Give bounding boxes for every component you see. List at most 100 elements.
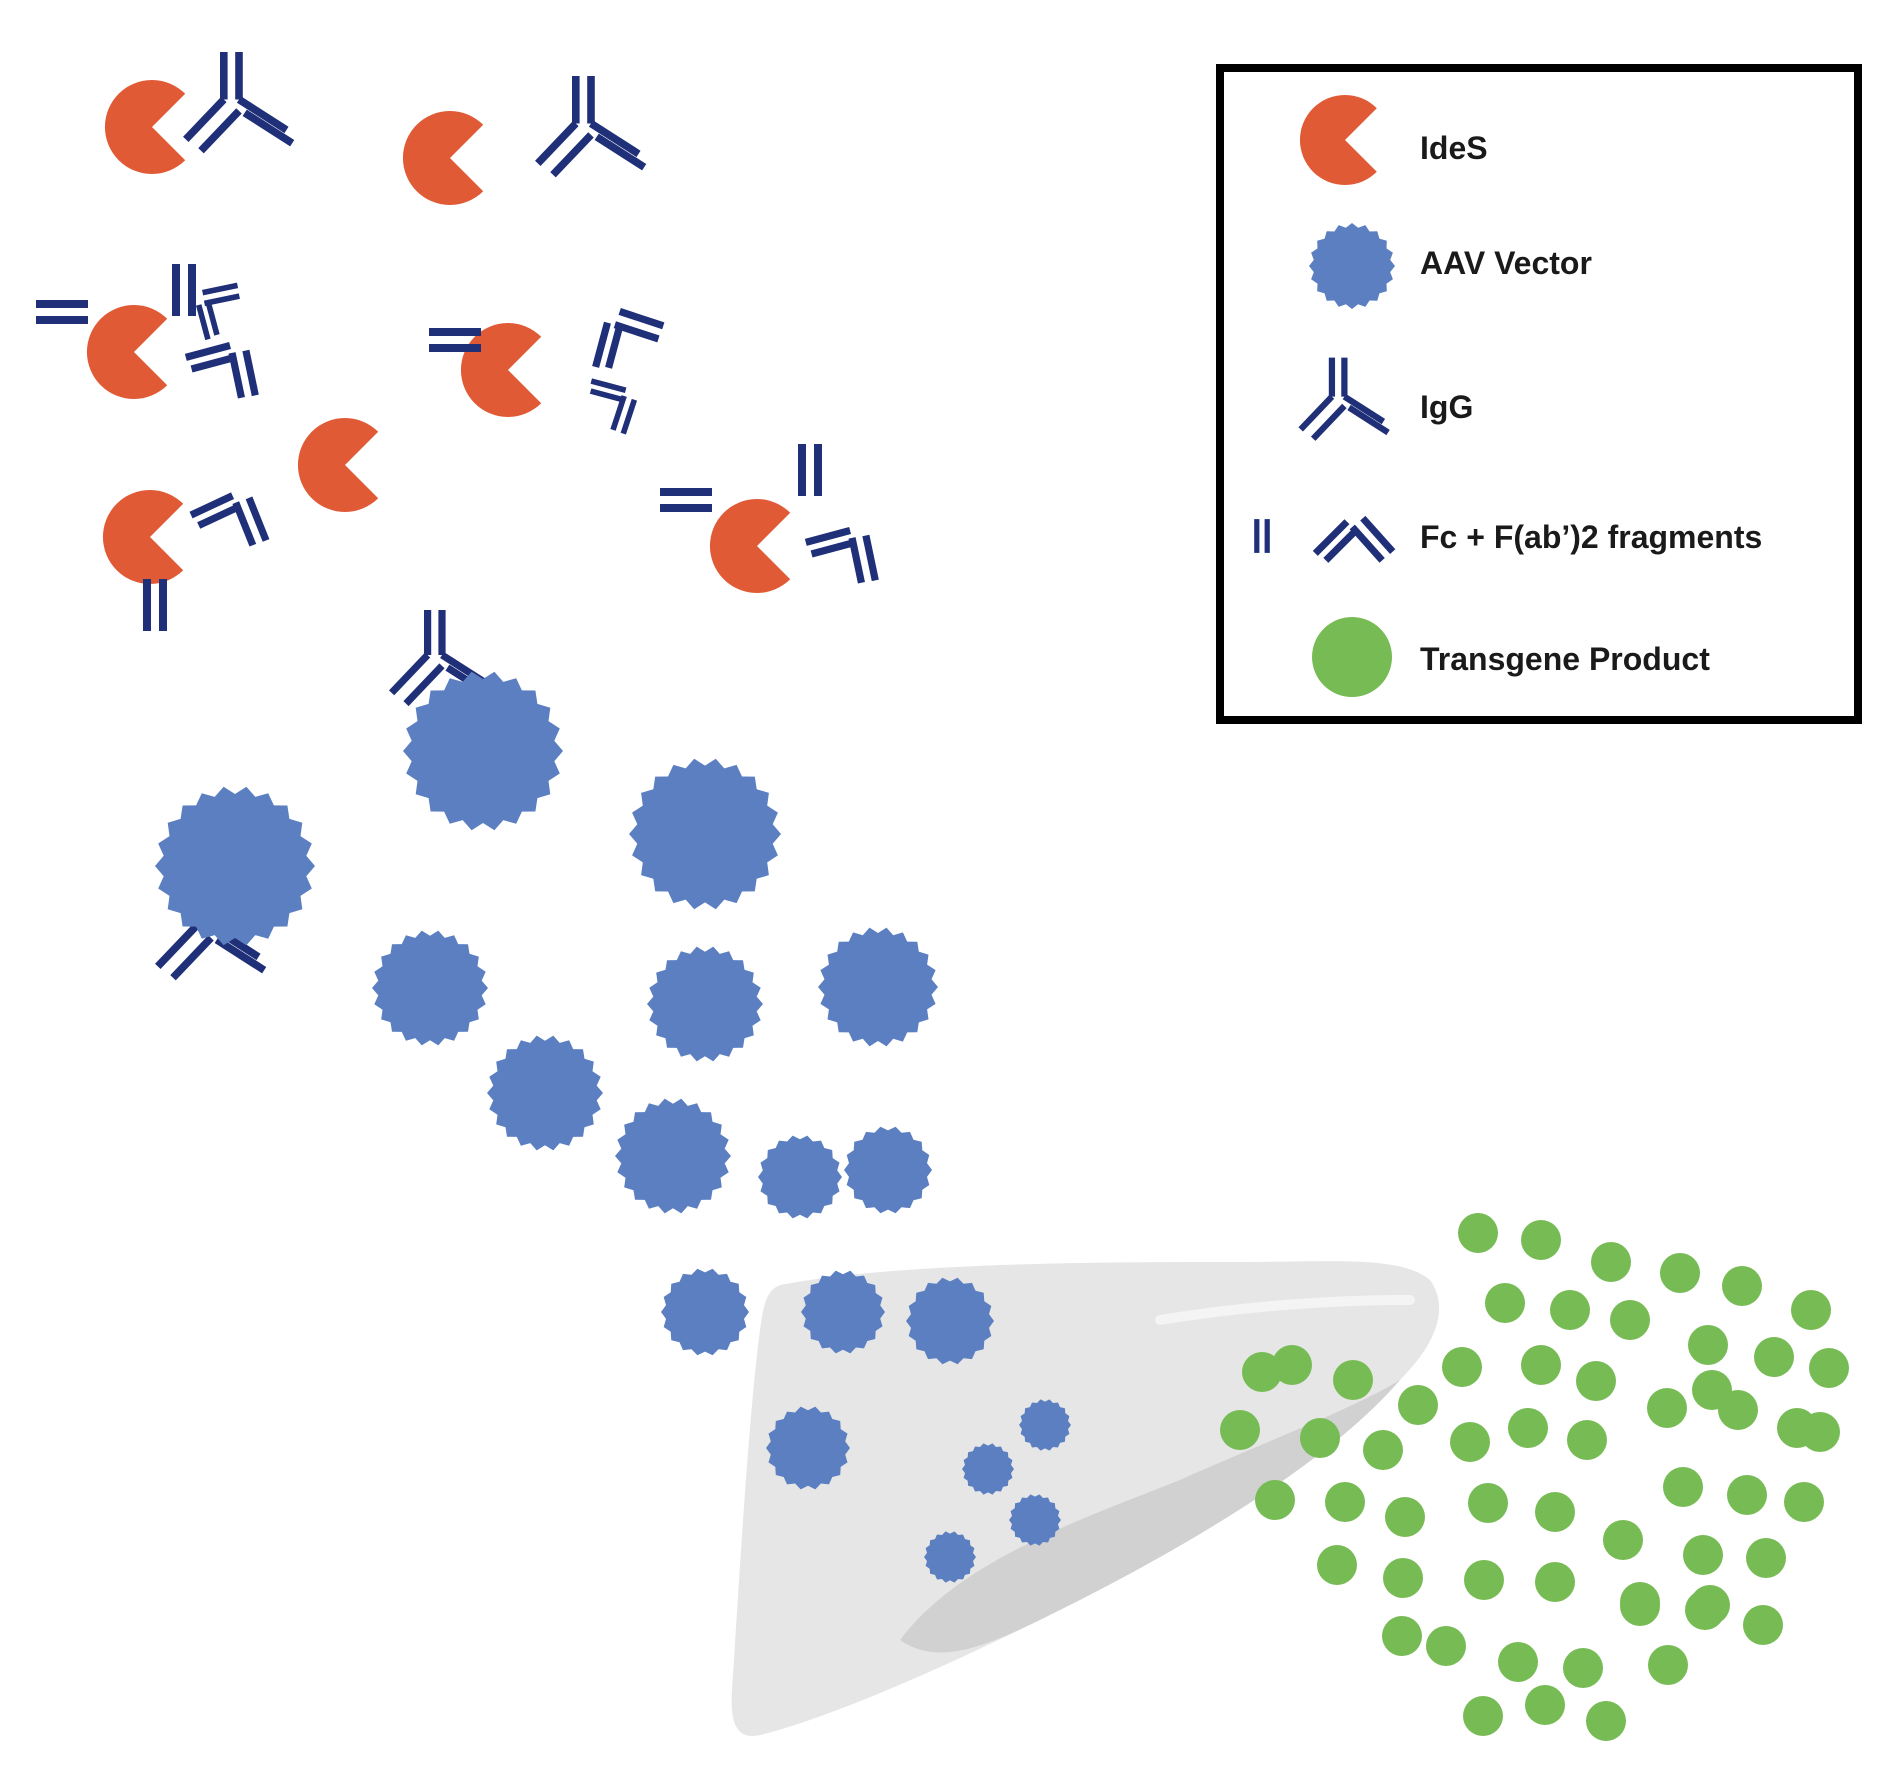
transgene-product-icon: [1800, 1412, 1840, 1452]
transgene-product-icon: [1620, 1586, 1660, 1626]
transgene-product-icon: [1255, 1480, 1295, 1520]
transgene-product-icon: [1521, 1220, 1561, 1260]
aav-vector-icon: [844, 1126, 932, 1214]
aav-vector-icon: [403, 671, 563, 831]
transgene-product-icon: [1333, 1360, 1373, 1400]
transgene-product-icon: [1385, 1497, 1425, 1537]
aav-vector-icon: [962, 1443, 1014, 1495]
transgene-product-icon: [1382, 1616, 1422, 1656]
transgene-product-icon: [1463, 1696, 1503, 1736]
transgene-product-icon: [1312, 617, 1392, 697]
ides-pacman-icon: [460, 322, 542, 417]
igg-antibody-icon: [186, 52, 292, 151]
transgene-product-icon: [1485, 1283, 1525, 1323]
legend-item-igg: IgG: [1301, 358, 1473, 439]
transgene-product-icon: [1426, 1626, 1466, 1666]
transgene-product-icon: [1535, 1562, 1575, 1602]
fc-fragment-icon: [147, 579, 163, 631]
transgene-product-icon: [1809, 1348, 1849, 1388]
transgene-product-icon: [1535, 1492, 1575, 1532]
igg-antibody-icon: [538, 76, 644, 175]
transgene-product-icon: [1508, 1408, 1548, 1448]
aav-vector-icon: [661, 1268, 749, 1356]
aav-vector-icon: [647, 946, 763, 1062]
transgene-product-icon: [1242, 1352, 1282, 1392]
transgene-product-icon: [1300, 1418, 1340, 1458]
transgene-product-icon: [1383, 1558, 1423, 1598]
ides-pacman-icon: [102, 489, 184, 584]
legend-label-aav: AAV Vector: [1420, 245, 1592, 281]
ides-pacman-icon: [297, 418, 379, 512]
transgene-product-icon: [1576, 1361, 1616, 1401]
fc-fragment-icon: [802, 444, 818, 496]
transgene-product-icon: [1464, 1560, 1504, 1600]
transgene-product-icon: [1743, 1605, 1783, 1645]
scene-layer: [36, 52, 1849, 1741]
transgene-product-icon: [1567, 1420, 1607, 1460]
aav-vector-icon: [155, 786, 315, 946]
transgene-product-icon: [1563, 1648, 1603, 1688]
aav-vector-icon: [1009, 1494, 1061, 1546]
legend-label-fragments: Fc + F(ab’)2 fragments: [1420, 519, 1762, 555]
transgene-product-icon: [1722, 1266, 1762, 1306]
transgene-product-icon: [1683, 1535, 1723, 1575]
fab-fragment-icon: [578, 296, 668, 373]
transgene-product-icon: [1591, 1242, 1631, 1282]
transgene-product-icon: [1746, 1538, 1786, 1578]
fab-fragment-icon: [586, 367, 646, 437]
legend-label-ides: IdeS: [1420, 130, 1488, 166]
transgene-product-icon: [1663, 1467, 1703, 1507]
fc-fragment-icon: [36, 304, 88, 320]
legend: IdeS AAV Vector IgG Fc + F(ab’)2 fragmen…: [1216, 64, 1862, 724]
aav-vector-icon: [615, 1098, 731, 1214]
legend-item-aav: AAV Vector: [1309, 223, 1592, 309]
transgene-product-icon: [1525, 1685, 1565, 1725]
transgene-product-icon: [1685, 1590, 1725, 1630]
aav-vector-icon: [372, 930, 488, 1046]
transgene-product-icon: [1220, 1410, 1260, 1450]
transgene-product-icon: [1610, 1300, 1650, 1340]
aav-vector-icon: [818, 927, 938, 1047]
transgene-product-icon: [1442, 1347, 1482, 1387]
aav-vector-icon: [629, 758, 781, 910]
transgene-product-icon: [1692, 1370, 1732, 1410]
transgene-product-icon: [1660, 1253, 1700, 1293]
legend-label-transgene: Transgene Product: [1420, 641, 1710, 677]
transgene-product-icon: [1272, 1345, 1312, 1385]
transgene-product-icon: [1325, 1482, 1365, 1522]
fab-fragment-icon: [182, 326, 272, 403]
transgene-product-icon: [1648, 1645, 1688, 1685]
aav-vector-icon: [906, 1277, 994, 1365]
transgene-product-icon: [1586, 1701, 1626, 1741]
fc-fragment-icon: [660, 492, 712, 508]
aav-vector-icon: [801, 1270, 885, 1354]
aav-vector-icon: [1019, 1399, 1071, 1451]
transgene-product-icon: [1550, 1290, 1590, 1330]
ides-pacman-icon: [402, 111, 484, 205]
legend-item-transgene: Transgene Product: [1312, 617, 1710, 697]
legend-label-igg: IgG: [1420, 389, 1473, 425]
transgene-product-icon: [1791, 1290, 1831, 1330]
ides-pacman-icon: [104, 79, 186, 174]
transgene-product-icon: [1647, 1388, 1687, 1428]
transgene-product-icon: [1398, 1385, 1438, 1425]
transgene-product-icon: [1317, 1545, 1357, 1585]
transgene-product-icon: [1498, 1642, 1538, 1682]
transgene-product-icon: [1468, 1483, 1508, 1523]
transgene-product-icon: [1784, 1482, 1824, 1522]
aav-vector-icon: [924, 1531, 976, 1583]
transgene-product-icon: [1754, 1337, 1794, 1377]
aav-vector-icon: [758, 1135, 842, 1219]
legend-item-ides: IdeS: [1299, 95, 1488, 185]
ides-pacman-icon: [1299, 95, 1377, 185]
aav-vector-icon: [1309, 223, 1395, 309]
transgene-product-icon: [1603, 1520, 1643, 1560]
aav-vector-icon: [766, 1406, 850, 1490]
aav-vector-icon: [487, 1035, 603, 1151]
transgene-product-icon: [1363, 1430, 1403, 1470]
ides-pacman-icon: [709, 499, 791, 593]
legend-item-fragments: Fc + F(ab’)2 fragments: [1257, 518, 1762, 560]
ides-pacman-icon: [86, 304, 168, 399]
transgene-product-icon: [1727, 1475, 1767, 1515]
